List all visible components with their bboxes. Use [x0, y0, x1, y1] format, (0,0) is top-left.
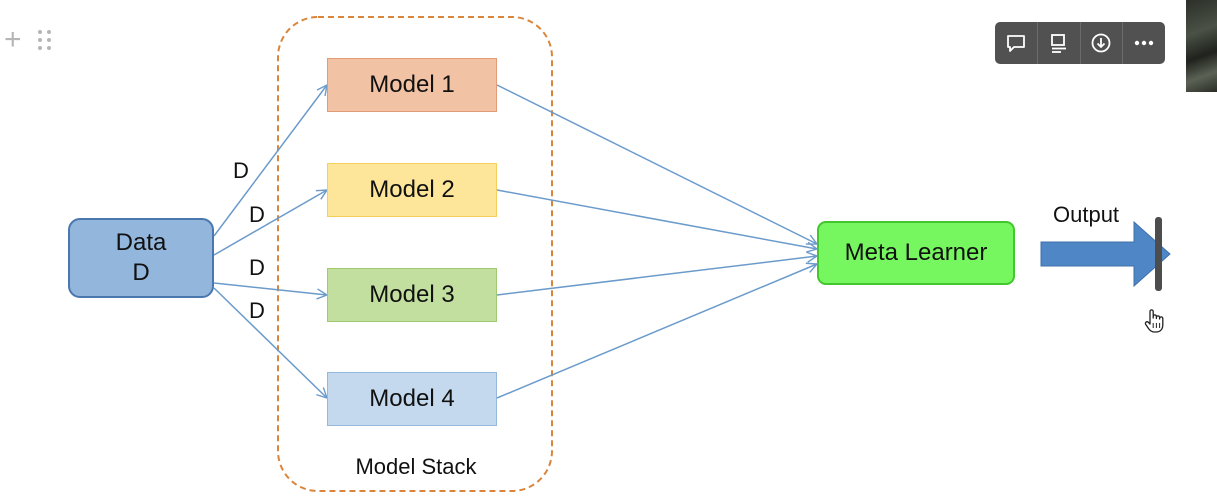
- model-3-node: Model 3: [327, 268, 497, 322]
- arrow-data-model-2: [213, 190, 327, 256]
- plus-icon[interactable]: +: [4, 23, 22, 56]
- edge-label-3: D: [249, 255, 265, 280]
- edge-label-1: D: [233, 158, 249, 183]
- more-icon: [1134, 40, 1154, 46]
- model-4-node: Model 4: [327, 372, 497, 426]
- model-stack-container: [277, 16, 553, 492]
- arrow-data-model-3: [213, 282, 327, 295]
- arrow-data-model-4: [213, 287, 327, 398]
- more-button[interactable]: [1123, 22, 1165, 64]
- arrow-model-4-meta: [496, 264, 817, 399]
- output-label: Output: [1053, 202, 1120, 227]
- drag-handle-icon[interactable]: [36, 28, 53, 52]
- arrow-model-2-meta: [496, 189, 817, 249]
- image-toolbar: [995, 22, 1165, 64]
- caption-icon: [1050, 34, 1066, 53]
- model-1-node: Model 1: [327, 58, 497, 112]
- model-4-label: Model 4: [369, 385, 455, 412]
- arrow-model-1-meta: [496, 84, 817, 244]
- model-1-label: Model 1: [369, 71, 455, 98]
- model-stack-label: Model Stack: [355, 454, 477, 479]
- model-2-label: Model 2: [369, 176, 455, 203]
- meta-learner-label: Meta Learner: [844, 239, 988, 266]
- arrow-data-model-1: [213, 85, 327, 237]
- video-thumbnail: [1186, 0, 1217, 92]
- data-node-title: Data: [115, 229, 167, 256]
- hand-cursor-icon: [1144, 309, 1164, 333]
- edge-label-4: D: [249, 298, 265, 323]
- comment-icon: [1006, 35, 1025, 52]
- output-arrow: [1040, 220, 1171, 288]
- model-3-label: Model 3: [369, 281, 455, 308]
- download-button[interactable]: [1081, 22, 1124, 64]
- meta-learner-node: Meta Learner: [817, 221, 1015, 285]
- download-icon: [1091, 33, 1111, 53]
- data-node: Data D: [68, 218, 214, 298]
- block-controls: +: [4, 23, 53, 56]
- edge-label-2: D: [249, 202, 265, 227]
- comment-button[interactable]: [995, 22, 1038, 64]
- data-node-subtitle: D: [132, 259, 150, 286]
- arrow-model-3-meta: [496, 256, 817, 296]
- caption-button[interactable]: [1038, 22, 1081, 64]
- model-2-node: Model 2: [327, 163, 497, 217]
- resize-handle[interactable]: [1155, 217, 1162, 291]
